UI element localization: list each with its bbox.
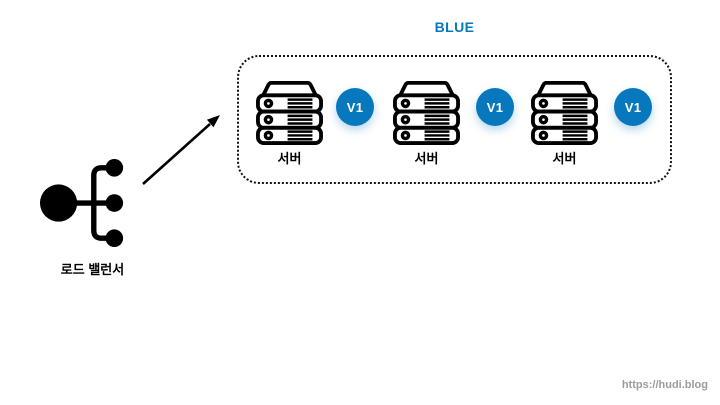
watermark-url: https://hudi.blog — [621, 379, 708, 391]
version-badge: V1 — [336, 88, 374, 126]
load-balancer-label: 로드 밸런서 — [60, 262, 125, 277]
server-label: 서버 — [552, 151, 577, 166]
version-badge: V1 — [614, 88, 652, 126]
arrow-icon — [136, 108, 231, 193]
server-group-3: 서버 — [531, 80, 598, 166]
load-balancer-icon — [38, 159, 130, 249]
server-icon — [393, 80, 460, 145]
server-icon — [531, 80, 598, 145]
server-icon — [256, 80, 323, 145]
server-group-1: 서버 — [256, 80, 323, 166]
version-badge: V1 — [476, 88, 514, 126]
server-label: 서버 — [277, 151, 302, 166]
server-label: 서버 — [414, 151, 439, 166]
server-group-2: 서버 — [393, 80, 460, 166]
blue-group-box: 서버 V1 — [237, 55, 672, 184]
blue-group-title: BLUE — [434, 19, 475, 35]
